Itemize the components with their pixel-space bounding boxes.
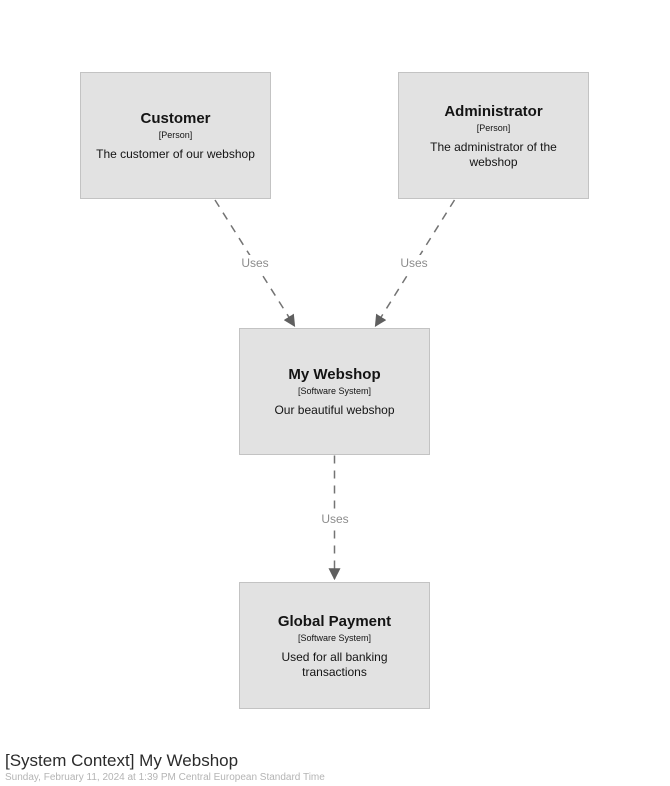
node-global-payment-name: Global Payment xyxy=(277,612,392,630)
edge-label-webshop-uses: Uses xyxy=(318,511,352,527)
node-administrator-type: [Person] xyxy=(476,122,511,133)
diagram-footer: [System Context] My Webshop Sunday, Febr… xyxy=(5,751,325,784)
node-global-payment-description: Used for all banking transactions xyxy=(281,649,388,679)
node-global-payment-type: [Software System] xyxy=(297,632,372,643)
node-customer-name: Customer xyxy=(140,110,211,127)
node-my-webshop-type: [Software System] xyxy=(297,386,372,396)
node-my-webshop-name: My Webshop xyxy=(288,366,381,383)
node-customer-type: [Person] xyxy=(158,130,193,140)
node-customer: Customer [Person] The customer of our we… xyxy=(80,72,271,199)
diagram-title: [System Context] My Webshop xyxy=(5,751,239,770)
edge-label-customer-uses: Uses xyxy=(238,255,272,271)
diagram-timestamp: Sunday, February 11, 2024 at 1:39 PM Cen… xyxy=(5,772,325,783)
node-customer-description: The customer of our webshop xyxy=(96,147,255,161)
edge-label-administrator-uses: Uses xyxy=(397,255,431,271)
node-my-webshop-description: Our beautiful webshop xyxy=(274,403,395,417)
node-administrator-name: Administrator xyxy=(444,102,543,120)
node-administrator-description: The administrator of the webshop xyxy=(430,139,557,169)
node-administrator: Administrator [Person] The administrator… xyxy=(398,72,589,199)
node-my-webshop: My Webshop [Software System] Our beautif… xyxy=(239,328,430,455)
node-global-payment: Global Payment [Software System] Used fo… xyxy=(239,582,430,709)
